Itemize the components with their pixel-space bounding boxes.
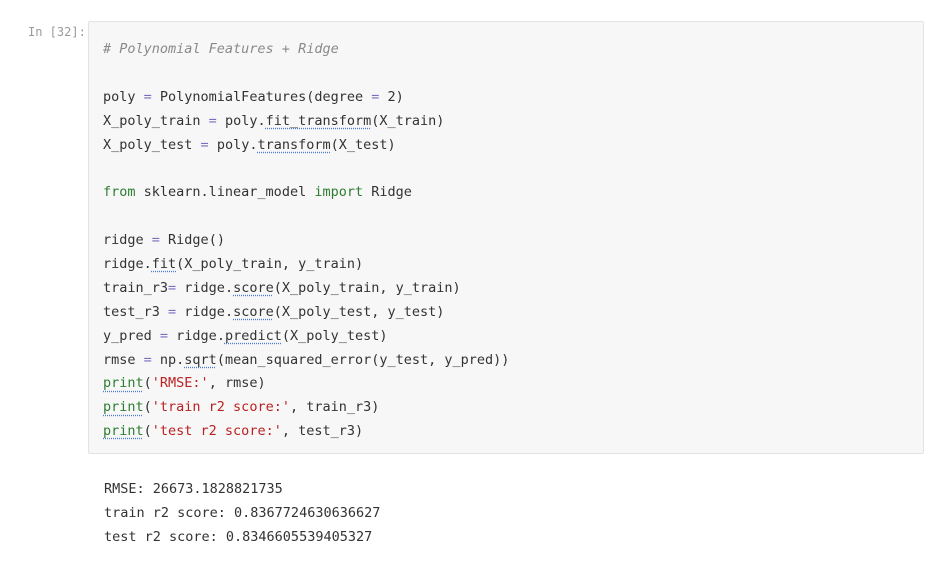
code-token: ridge. bbox=[103, 256, 152, 273]
code-line-fit: ridge.fit(X_poly_train, y_train) bbox=[103, 253, 509, 277]
code-method: fit_transform bbox=[265, 112, 372, 129]
code-token: (X_poly_train, y_train) bbox=[273, 279, 461, 296]
code-operator: = bbox=[143, 88, 152, 105]
code-string: 'RMSE:' bbox=[151, 375, 209, 392]
code-token: PolynomialFeatures(degree bbox=[151, 88, 372, 105]
code-line-blank bbox=[103, 205, 509, 229]
code-line-ridge: ridge = Ridge() bbox=[103, 229, 509, 253]
code-token: , test_r3) bbox=[281, 423, 364, 440]
code-token: (X_poly_train, y_train) bbox=[176, 256, 364, 273]
code-line-print-train: print('train r2 score:', train_r3) bbox=[103, 396, 509, 420]
code-token: X_poly_train bbox=[103, 112, 209, 129]
code-token: sklearn.linear_model bbox=[135, 184, 315, 201]
code-method: score bbox=[233, 279, 274, 296]
code-line-x-poly-train: X_poly_train = poly.fit_transform(X_trai… bbox=[103, 110, 509, 134]
code-token: train_r3 bbox=[103, 279, 169, 296]
code-token: , train_r3) bbox=[289, 399, 380, 416]
code-line-train-r3: train_r3= ridge.score(X_poly_train, y_tr… bbox=[103, 277, 509, 301]
code-token: (X_train) bbox=[371, 112, 445, 129]
code-token: ( bbox=[143, 375, 152, 392]
code-line-poly: poly = PolynomialFeatures(degree = 2) bbox=[103, 86, 509, 110]
output-line-train-score: train r2 score: 0.8367724630636627 bbox=[104, 504, 381, 521]
code-line-print-rmse: print('RMSE:', rmse) bbox=[103, 372, 509, 396]
code-line-print-test: print('test r2 score:', test_r3) bbox=[103, 420, 509, 444]
code-token: ridge. bbox=[168, 327, 225, 344]
code-method: fit bbox=[151, 256, 177, 273]
code-operator: = bbox=[371, 88, 380, 105]
code-operator: = bbox=[168, 303, 177, 320]
code-token: (X_poly_test, y_test) bbox=[273, 303, 445, 320]
code-token: , rmse) bbox=[208, 375, 266, 392]
code-string: 'train r2 score:' bbox=[151, 399, 290, 416]
code-token: (X_test) bbox=[330, 136, 396, 153]
code-operator: = bbox=[200, 136, 209, 153]
code-token: ridge. bbox=[176, 279, 234, 296]
code-operator: = bbox=[168, 279, 177, 296]
code-token: ridge. bbox=[176, 303, 234, 320]
code-method: transform bbox=[257, 136, 331, 153]
code-token: poly. bbox=[208, 136, 258, 153]
code-token: X_poly_test bbox=[103, 136, 201, 153]
code-line-y-pred: y_pred = ridge.predict(X_poly_test) bbox=[103, 325, 509, 349]
code-line-blank bbox=[103, 62, 509, 86]
code-operator: = bbox=[151, 232, 160, 249]
code-method: predict bbox=[224, 327, 282, 344]
output-line-rmse: RMSE: 26673.1828821735 bbox=[104, 481, 283, 497]
code-method: sqrt bbox=[184, 351, 217, 368]
code-editor[interactable]: # Polynomial Features + Ridge poly = Poly… bbox=[103, 38, 509, 444]
code-method: score bbox=[233, 303, 274, 320]
code-keyword: import bbox=[314, 184, 364, 201]
code-builtin: print bbox=[103, 375, 144, 392]
code-token: poly. bbox=[216, 112, 266, 129]
code-token: Ridge() bbox=[159, 232, 225, 249]
code-line-blank bbox=[103, 157, 509, 181]
code-keyword: from bbox=[103, 184, 136, 201]
code-token: Ridge bbox=[363, 184, 412, 201]
code-builtin: print bbox=[103, 399, 144, 416]
code-token: np. bbox=[151, 351, 185, 368]
output-line-test-score: test r2 score: 0.8346605539405327 bbox=[104, 528, 373, 545]
code-operator: = bbox=[208, 112, 217, 129]
code-token: y_pred bbox=[103, 327, 160, 344]
code-token: rmse bbox=[103, 351, 144, 368]
code-operator: = bbox=[159, 327, 169, 344]
code-line-test-r3: test_r3 = ridge.score(X_poly_test, y_tes… bbox=[103, 301, 509, 325]
code-token: ( bbox=[143, 423, 152, 440]
code-token: (mean_squared_error(y_test, y_pred)) bbox=[216, 351, 510, 368]
code-builtin: print bbox=[103, 423, 144, 440]
code-string: 'test r2 score:' bbox=[151, 423, 282, 440]
code-cell-input[interactable]: # Polynomial Features + Ridge poly = Poly… bbox=[88, 21, 924, 454]
code-token: test_r3 bbox=[103, 303, 169, 320]
code-line-comment: # Polynomial Features + Ridge bbox=[103, 38, 509, 62]
code-operator: = bbox=[143, 351, 152, 368]
code-token: poly bbox=[103, 88, 144, 105]
cell-prompt: In [32]: bbox=[28, 25, 86, 39]
code-token: ( bbox=[143, 399, 152, 416]
code-token: (X_poly_test) bbox=[281, 327, 388, 344]
cell-output: RMSE: 26673.1828821735 train r2 score: 0.… bbox=[104, 478, 380, 550]
code-token: 2) bbox=[379, 88, 404, 105]
code-line-rmse: rmse = np.sqrt(mean_squared_error(y_test… bbox=[103, 349, 509, 373]
code-line-x-poly-test: X_poly_test = poly.transform(X_test) bbox=[103, 134, 509, 158]
code-line-import: from sklearn.linear_model import Ridge bbox=[103, 181, 509, 205]
code-token: ridge bbox=[103, 232, 152, 249]
code-comment: # Polynomial Features + Ridge bbox=[103, 41, 339, 57]
